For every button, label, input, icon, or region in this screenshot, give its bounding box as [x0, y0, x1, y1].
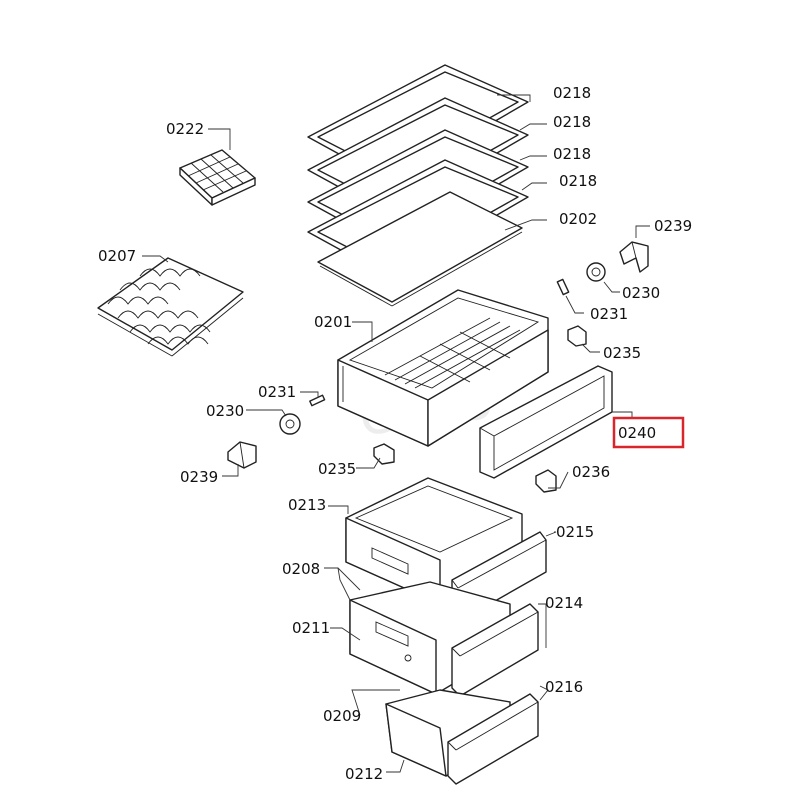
- bracket-right[interactable]: [567, 325, 587, 347]
- label-0215: 0215: [556, 523, 594, 541]
- drawer-front-0216[interactable]: [447, 693, 539, 785]
- label-0212: 0212: [345, 765, 383, 783]
- label-0218-d: 0218: [559, 172, 597, 190]
- ice-tray[interactable]: [179, 149, 256, 206]
- leader-lines: [142, 94, 650, 773]
- label-0201: 0201: [314, 313, 352, 331]
- glass-shelf[interactable]: [317, 191, 523, 307]
- label-0211: 0211: [292, 619, 330, 637]
- label-0202: 0202: [559, 210, 597, 228]
- label-0231-left: 0231: [258, 383, 296, 401]
- roller-left[interactable]: [279, 413, 301, 435]
- highlight-box: [612, 416, 685, 449]
- label-0218-c: 0218: [553, 145, 591, 163]
- label-0239-right: 0239: [654, 217, 692, 235]
- hinge-cover-right[interactable]: [619, 241, 649, 273]
- label-0230-right: 0230: [622, 284, 660, 302]
- label-0235-left: 0235: [318, 460, 356, 478]
- label-0230-left: 0230: [206, 402, 244, 420]
- roller-right[interactable]: [586, 262, 606, 282]
- label-0235-right: 0235: [603, 344, 641, 362]
- bracket-left[interactable]: [373, 443, 395, 465]
- label-0231-right: 0231: [590, 305, 628, 323]
- label-0209: 0209: [323, 707, 361, 725]
- axle-pin-left[interactable]: [309, 394, 326, 407]
- label-0222: 0222: [166, 120, 204, 138]
- label-0213: 0213: [288, 496, 326, 514]
- label-0218-b: 0218: [553, 113, 591, 131]
- label-0214: 0214: [545, 594, 583, 612]
- clip-0236[interactable]: [535, 469, 557, 493]
- bottle-rack[interactable]: [97, 257, 244, 357]
- label-0240: 0240: [618, 424, 656, 442]
- label-0207: 0207: [98, 247, 136, 265]
- axle-pin-right[interactable]: [556, 278, 570, 296]
- crisper-drawer[interactable]: [337, 289, 549, 447]
- label-0216: 0216: [545, 678, 583, 696]
- label-0208: 0208: [282, 560, 320, 578]
- label-0236: 0236: [572, 463, 610, 481]
- hinge-cover-left[interactable]: [227, 441, 257, 469]
- label-0218-a: 0218: [553, 84, 591, 102]
- drawer-front-0214[interactable]: [451, 603, 539, 697]
- label-0239-left: 0239: [180, 468, 218, 486]
